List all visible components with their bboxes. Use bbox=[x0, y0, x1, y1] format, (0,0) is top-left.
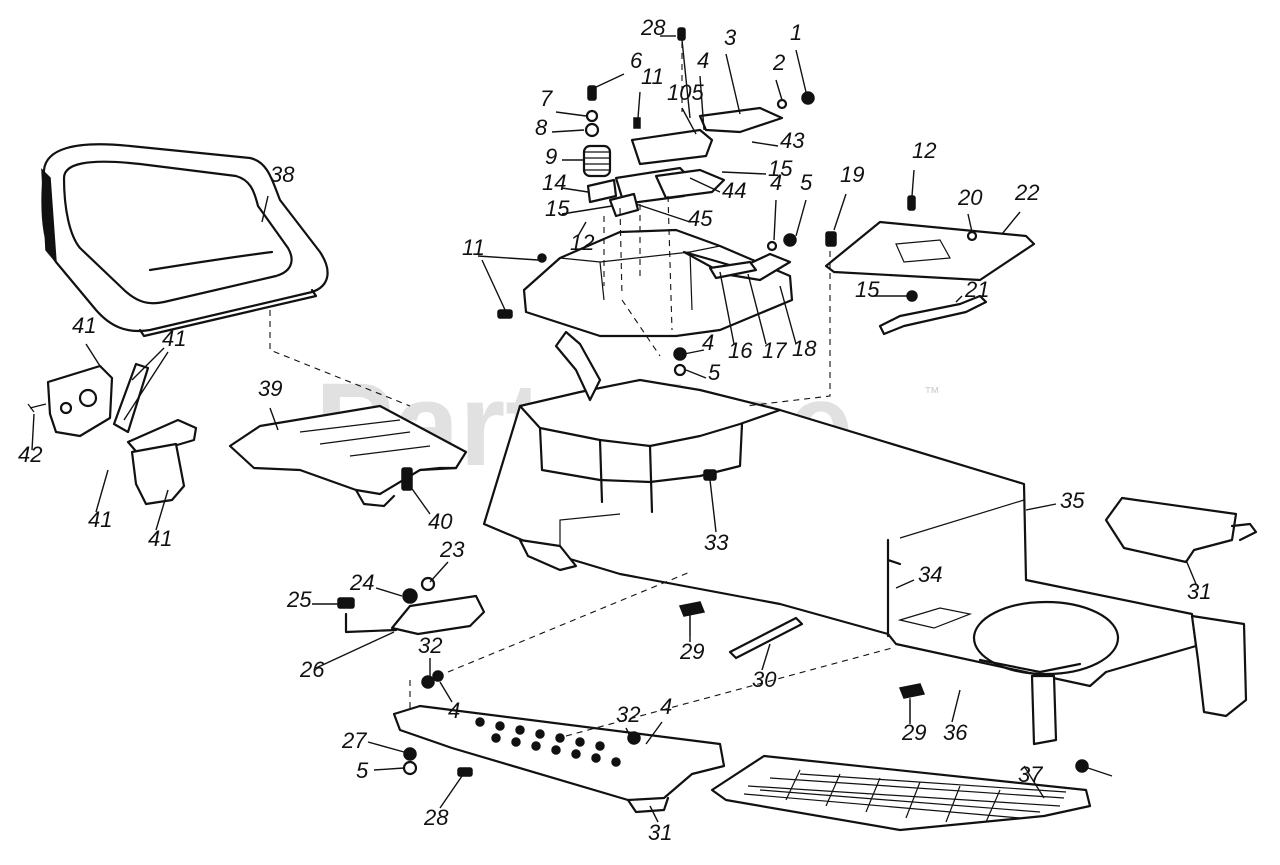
callout-c15b: 15 bbox=[545, 196, 570, 221]
callout-c28a: 28 bbox=[640, 15, 666, 40]
callout-c28b: 28 bbox=[423, 805, 449, 830]
callout-c41a: 41 bbox=[72, 313, 96, 338]
callout-c15c: 15 bbox=[855, 277, 880, 302]
callout-c16: 16 bbox=[728, 338, 753, 363]
watermark-trademark: ™ bbox=[924, 385, 940, 402]
callout-c4b: 4 bbox=[770, 170, 782, 195]
callout-c24: 24 bbox=[349, 570, 374, 595]
seat-part bbox=[41, 143, 329, 338]
callout-c41c: 41 bbox=[88, 507, 112, 532]
callout-c42: 42 bbox=[18, 442, 42, 467]
callout-c36: 36 bbox=[943, 720, 968, 745]
right-bracket-part bbox=[1104, 496, 1258, 564]
callout-c35: 35 bbox=[1060, 488, 1085, 513]
leader-lines bbox=[31, 35, 1197, 823]
callout-c29b: 29 bbox=[901, 720, 926, 745]
callout-c14: 14 bbox=[542, 170, 566, 195]
callout-c12b: 12 bbox=[570, 230, 594, 255]
callout-c22: 22 bbox=[1014, 180, 1039, 205]
callout-c20: 20 bbox=[957, 185, 983, 210]
callout-c17: 17 bbox=[762, 338, 787, 363]
callout-c32b: 32 bbox=[616, 702, 640, 727]
callout-c4d: 4 bbox=[448, 698, 460, 723]
footrest-plate-part bbox=[392, 704, 726, 814]
callout-c43: 43 bbox=[780, 128, 805, 153]
callout-c5b: 5 bbox=[708, 360, 721, 385]
hardware-parts bbox=[401, 233, 1113, 777]
callout-c39: 39 bbox=[258, 376, 282, 401]
callout-c7: 7 bbox=[540, 86, 553, 111]
callout-c12a: 12 bbox=[912, 138, 936, 163]
callout-c45: 45 bbox=[688, 206, 713, 231]
callout-c34: 34 bbox=[918, 562, 942, 587]
callout-c26: 26 bbox=[299, 657, 325, 682]
upper-linkage-part bbox=[582, 27, 815, 218]
callout-c4a: 4 bbox=[697, 48, 709, 73]
callout-c32a: 32 bbox=[418, 633, 442, 658]
callout-c38: 38 bbox=[270, 162, 295, 187]
callout-c25: 25 bbox=[286, 587, 312, 612]
callout-c21: 21 bbox=[964, 277, 989, 302]
callout-c44: 44 bbox=[722, 178, 746, 203]
callout-c11a: 11 bbox=[641, 64, 664, 89]
callout-c31b: 31 bbox=[648, 820, 672, 845]
frame-cowl-part bbox=[522, 228, 794, 338]
right-footrest-part bbox=[824, 195, 1036, 336]
callout-c5c: 5 bbox=[356, 758, 369, 783]
callout-c1: 1 bbox=[790, 20, 802, 45]
assembly-lines bbox=[269, 42, 893, 737]
callout-c8: 8 bbox=[535, 115, 548, 140]
callout-c6: 6 bbox=[630, 48, 643, 73]
main-frame-part bbox=[482, 330, 1248, 746]
callout-c105: 105 bbox=[667, 80, 704, 105]
callout-c4e: 4 bbox=[660, 694, 672, 719]
callout-c11b: 11 bbox=[462, 235, 485, 260]
callout-c15a: 15 bbox=[768, 156, 793, 181]
callout-c29a: 29 bbox=[679, 639, 704, 664]
callout-c23: 23 bbox=[439, 537, 465, 562]
callout-c19: 19 bbox=[840, 162, 864, 187]
callout-c37: 37 bbox=[1018, 762, 1043, 787]
callout-c3: 3 bbox=[724, 25, 737, 50]
pedal-rod-part bbox=[337, 576, 486, 636]
floor-mat-part bbox=[710, 754, 1092, 832]
callout-c40: 40 bbox=[428, 509, 453, 534]
callout-c2: 2 bbox=[772, 50, 785, 75]
callout-c41d: 41 bbox=[148, 526, 172, 551]
callout-c4c: 4 bbox=[702, 330, 714, 355]
callout-c5a: 5 bbox=[800, 170, 813, 195]
callout-c31a: 31 bbox=[1187, 579, 1211, 604]
callout-c27: 27 bbox=[341, 728, 367, 753]
callout-c33: 33 bbox=[704, 530, 729, 555]
callout-c18: 18 bbox=[792, 336, 817, 361]
callout-c41b: 41 bbox=[162, 326, 186, 351]
seat-adjuster-part bbox=[27, 362, 198, 506]
callout-c9: 9 bbox=[545, 144, 557, 169]
callout-c30: 30 bbox=[752, 667, 777, 692]
